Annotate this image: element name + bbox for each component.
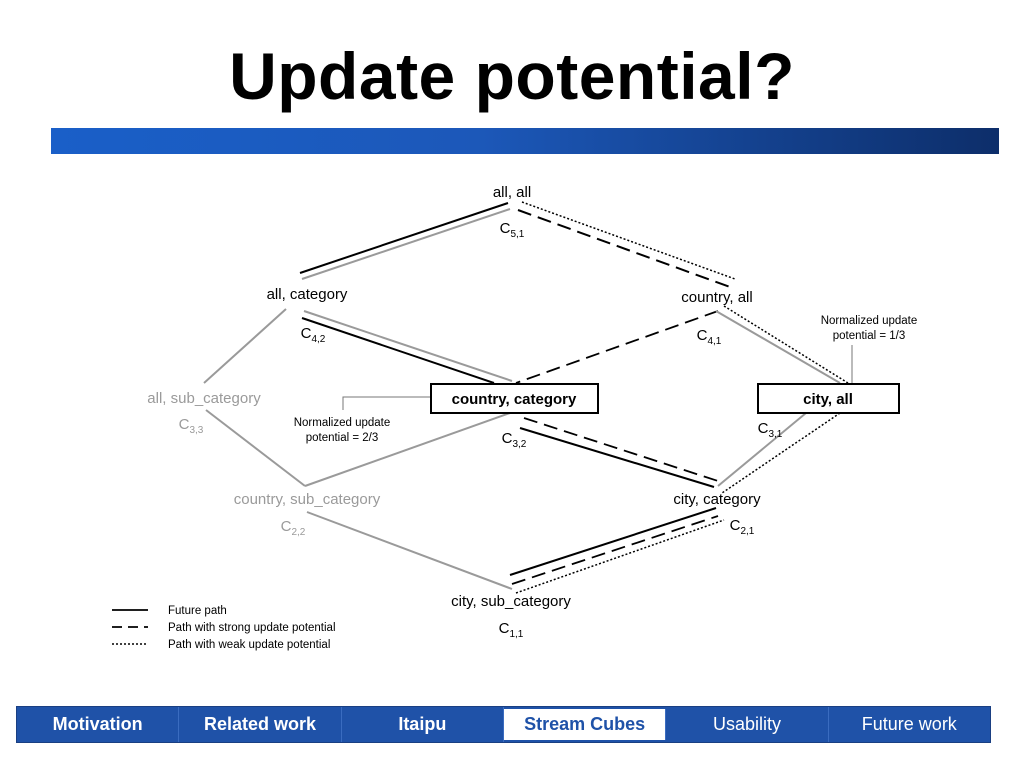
note-city-all-line2: potential = 1/3 (833, 330, 906, 342)
legend-weak-path-label: Path with weak update potential (168, 639, 330, 651)
edge-all-category-to-all-sub-category (203, 308, 287, 384)
edge-all-all-to-country-all-strong (517, 209, 731, 288)
node-label-country-all: country, all (681, 289, 752, 306)
note-country-category-line1: Normalized update (294, 417, 391, 429)
edge-all-all-to-country-all-weak (521, 201, 736, 280)
node-cell-all-sub-category: C3,3 (179, 416, 204, 436)
edge-city-category-to-city-sub-category-strong (511, 515, 719, 585)
node-label-country-sub-category: country, sub_category (234, 491, 381, 508)
cube-lattice-diagram: all, all C5,1 all, category C4,2 country… (112, 184, 918, 651)
title-underline-bar (51, 128, 999, 154)
nav-tab-stream-cubes[interactable]: Stream Cubes (503, 709, 667, 740)
edge-city-category-to-city-sub-category (509, 507, 717, 576)
node-label-city-all: city, all (803, 391, 853, 408)
edge-country-category-to-country-sub-category (304, 412, 511, 487)
node-cell-country-category: C3,2 (502, 430, 527, 450)
nav-tab-usability[interactable]: Usability (666, 707, 829, 742)
edge-all-sub-category-to-country-sub-category (205, 409, 306, 487)
nav-tab-related-work[interactable]: Related work (179, 707, 342, 742)
edge-country-category-to-city-category-strong (523, 417, 719, 482)
node-label-country-category: country, category (452, 391, 577, 408)
node-cell-all-all: C5,1 (500, 220, 525, 240)
nav-tab-itaipu[interactable]: Itaipu (342, 707, 504, 742)
note-leader-country-category (342, 396, 431, 410)
note-city-all-line1: Normalized update (821, 315, 918, 327)
node-label-all-all: all, all (493, 184, 531, 201)
edge-country-all-to-city-all-weak (723, 305, 849, 384)
note-country-category-line2: potential = 2/3 (306, 432, 379, 444)
edge-all-all-to-all-category-shadow (301, 208, 511, 280)
slide-title: Update potential? (229, 39, 795, 113)
node-cell-city-sub-category: C1,1 (499, 620, 524, 640)
legend-future-path-label: Future path (168, 605, 227, 617)
edge-country-all-to-city-all (715, 310, 841, 384)
edge-country-category-to-city-category (519, 427, 715, 488)
node-label-city-sub-category: city, sub_category (451, 593, 571, 610)
edge-city-all-to-city-category-weak (721, 412, 841, 494)
edge-city-category-to-city-sub-category-weak (515, 519, 725, 594)
section-nav-bar: Motivation Related work Itaipu Stream Cu… (16, 706, 991, 743)
nav-tab-motivation[interactable]: Motivation (17, 707, 180, 742)
node-cell-country-all: C4,1 (697, 327, 722, 347)
node-label-all-sub-category: all, sub_category (147, 390, 261, 407)
node-label-all-category: all, category (267, 286, 348, 303)
edge-city-all-to-city-category (717, 412, 807, 487)
edge-all-all-to-all-category (299, 202, 509, 274)
nav-tab-future-work[interactable]: Future work (861, 714, 957, 734)
edge-country-sub-category-to-city-sub-category (306, 511, 513, 590)
legend-strong-path-label: Path with strong update potential (168, 622, 336, 634)
city-all-box (757, 383, 900, 414)
edge-all-category-to-country-category (301, 317, 495, 384)
node-cell-city-all: C3,1 (758, 420, 783, 440)
country-category-box (430, 383, 599, 414)
node-cell-country-sub-category: C2,2 (281, 518, 306, 538)
node-cell-all-category: C4,2 (301, 325, 326, 345)
edge-country-all-to-country-category (515, 310, 719, 384)
node-label-city-category: city, category (673, 491, 761, 508)
edge-all-category-to-country-category-shadow (303, 310, 513, 382)
node-cell-city-category: C2,1 (730, 517, 755, 537)
